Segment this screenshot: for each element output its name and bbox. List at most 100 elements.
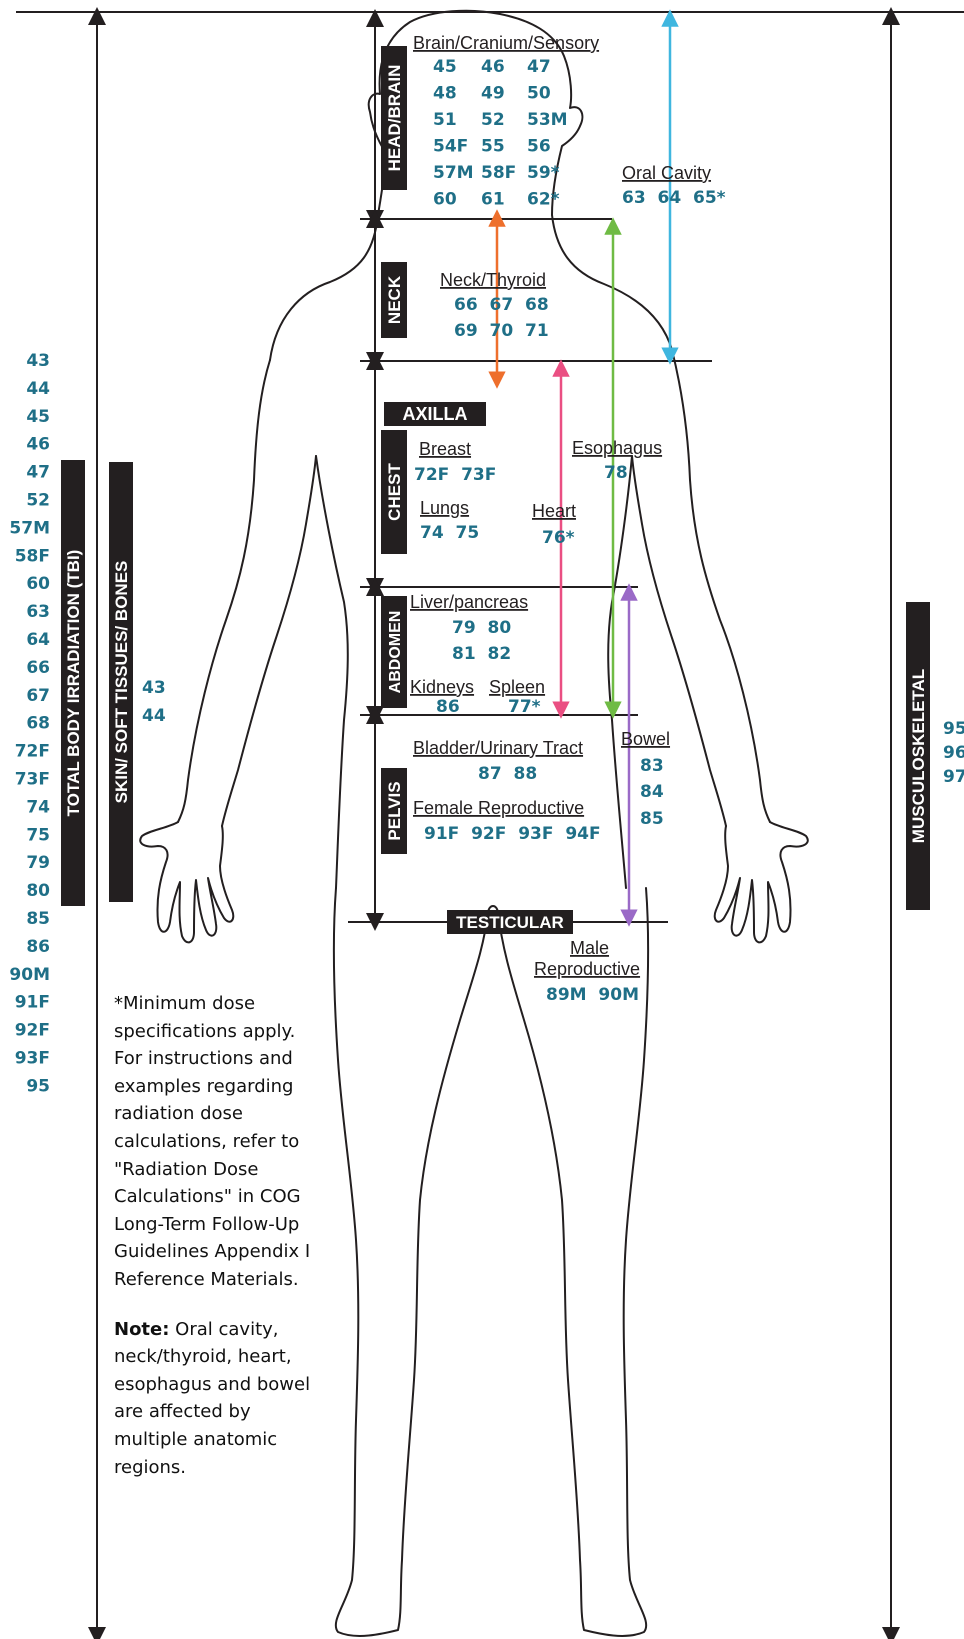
tbi-number: 86 — [26, 937, 50, 957]
esophagus-label: Esophagus — [572, 438, 662, 458]
tbi-number: 44 — [26, 379, 50, 399]
svg-text:AXILLA: AXILLA — [403, 404, 468, 424]
tbi-number: 92F — [15, 1021, 50, 1041]
brain-number: 46 — [481, 57, 505, 77]
skin-bar: SKIN/ SOFT TISSUES/ BONES — [109, 462, 133, 902]
tbi-number: 80 — [26, 881, 50, 901]
brain-number: 50 — [527, 84, 551, 104]
region-neck-bar: NECK — [381, 262, 407, 338]
tbi-number: 90M — [9, 965, 50, 985]
tbi-number: 64 — [26, 630, 50, 650]
region-head-bar: HEAD/BRAIN — [381, 46, 407, 190]
tbi-number: 47 — [26, 463, 50, 483]
tbi-number: 66 — [26, 658, 50, 678]
tbi-number: 60 — [26, 574, 50, 594]
tbi-number: 75 — [26, 825, 50, 845]
brain-number: 54F — [433, 137, 468, 157]
male-reproductive-label-1: Male — [570, 938, 609, 958]
svg-text:ABDOMEN: ABDOMEN — [387, 611, 404, 694]
male-reproductive-label-2: Reproductive — [534, 959, 640, 979]
region-axilla-label: AXILLA — [384, 402, 486, 426]
svg-text:PELVIS: PELVIS — [385, 781, 404, 840]
brain-number: 53M — [527, 110, 568, 130]
brain-label: Brain/Cranium/Sensory — [413, 33, 599, 53]
tbi-number: 45 — [26, 407, 50, 427]
tbi-number: 72F — [15, 742, 50, 762]
female-reproductive-numbers: 91F 92F 93F 94F — [424, 824, 601, 844]
liver-label: Liver/pancreas — [410, 592, 528, 612]
bladder-label: Bladder/Urinary Tract — [413, 738, 583, 758]
svg-text:HEAD/BRAIN: HEAD/BRAIN — [385, 65, 404, 172]
lungs-numbers: 74 75 — [420, 523, 479, 543]
tbi-number: 91F — [15, 993, 50, 1013]
note-label: Note: — [114, 1319, 169, 1340]
oral-cavity-numbers: 63 64 65* — [622, 188, 726, 208]
liver-numbers-row1: 79 80 — [452, 618, 511, 638]
tbi-bar: TOTAL BODY IRRADIATION (TBI) — [61, 460, 85, 906]
brain-number: 57M — [433, 163, 474, 183]
tbi-number: 52 — [26, 491, 50, 511]
footnote-text: *Minimum dose specifications apply. For … — [114, 990, 329, 1294]
region-abdomen-bar: ABDOMEN — [381, 596, 407, 708]
tbi-number: 46 — [26, 435, 50, 455]
esophagus-numbers: 78 — [604, 463, 628, 483]
breast-numbers: 72F 73F — [414, 465, 496, 485]
brain-number: 59* — [527, 163, 560, 183]
musculoskeletal-number: 95 — [943, 719, 964, 739]
kidneys-label: Kidneys — [410, 677, 474, 697]
note-text: Oral cavity, neck/thyroid, heart, esopha… — [114, 1319, 310, 1478]
heart-numbers: 76* — [542, 528, 575, 548]
kidneys-numbers: 86 — [436, 697, 460, 717]
female-reproductive-label: Female Reproductive — [413, 798, 584, 818]
tbi-number-list: 43444546475257M58F60636466676872F73F7475… — [9, 351, 50, 1096]
brain-number: 58F — [481, 163, 516, 183]
breast-label: Breast — [419, 439, 471, 459]
tbi-number: 63 — [26, 602, 50, 622]
tbi-number: 74 — [26, 797, 50, 817]
skin-number: 44 — [142, 706, 166, 726]
region-pelvis-bar: PELVIS — [381, 768, 407, 854]
tbi-number: 57M — [9, 518, 50, 538]
tbi-number: 68 — [26, 714, 50, 734]
region-testicular-label: TESTICULAR — [447, 910, 573, 934]
heart-label: Heart — [532, 501, 576, 521]
tbi-number: 93F — [15, 1049, 50, 1069]
brain-number: 60 — [433, 190, 457, 210]
brain-number: 55 — [481, 137, 505, 157]
lungs-label: Lungs — [420, 498, 469, 518]
tbi-number: 67 — [26, 686, 50, 706]
brain-number: 61 — [481, 190, 505, 210]
brain-number: 56 — [527, 137, 551, 157]
tbi-number: 73F — [15, 770, 50, 790]
musculoskeletal-number: 97 — [943, 767, 964, 787]
region-chest-bar: CHEST — [381, 430, 407, 554]
musculoskeletal-number-list: 95 96 97 — [943, 719, 964, 787]
svg-text:TOTAL BODY IRRADIATION (TBI): TOTAL BODY IRRADIATION (TBI) — [64, 550, 83, 817]
note-paragraph: Note: Oral cavity, neck/thyroid, heart, … — [114, 1316, 329, 1482]
tbi-number: 95 — [26, 1076, 50, 1096]
brain-number: 48 — [433, 84, 457, 104]
musculoskeletal-number: 96 — [943, 743, 964, 763]
spleen-label: Spleen — [489, 677, 545, 697]
dose-notes: *Minimum dose specifications apply. For … — [114, 990, 329, 1503]
tbi-number: 58F — [15, 546, 50, 566]
bladder-numbers: 87 88 — [478, 764, 537, 784]
musculoskeletal-bar: MUSCULOSKELETAL — [906, 602, 930, 910]
svg-text:CHEST: CHEST — [385, 463, 404, 521]
male-reproductive-numbers: 89M 90M — [546, 985, 639, 1005]
liver-numbers-row2: 81 82 — [452, 644, 511, 664]
bowel-numbers-row3: 85 — [640, 809, 664, 829]
neck-thyroid-numbers-row1: 66 67 68 — [454, 295, 549, 315]
bowel-numbers-row2: 84 — [640, 782, 664, 802]
svg-text:TESTICULAR: TESTICULAR — [456, 913, 564, 932]
bowel-numbers-row1: 83 — [640, 756, 664, 776]
skin-number: 43 — [142, 678, 166, 698]
brain-number: 49 — [481, 84, 505, 104]
svg-text:SKIN/ SOFT TISSUES/ BONES: SKIN/ SOFT TISSUES/ BONES — [112, 561, 131, 804]
svg-text:MUSCULOSKELETAL: MUSCULOSKELETAL — [909, 669, 928, 843]
neck-thyroid-numbers-row2: 69 70 71 — [454, 321, 549, 341]
brain-number: 47 — [527, 57, 551, 77]
brain-number: 45 — [433, 57, 457, 77]
